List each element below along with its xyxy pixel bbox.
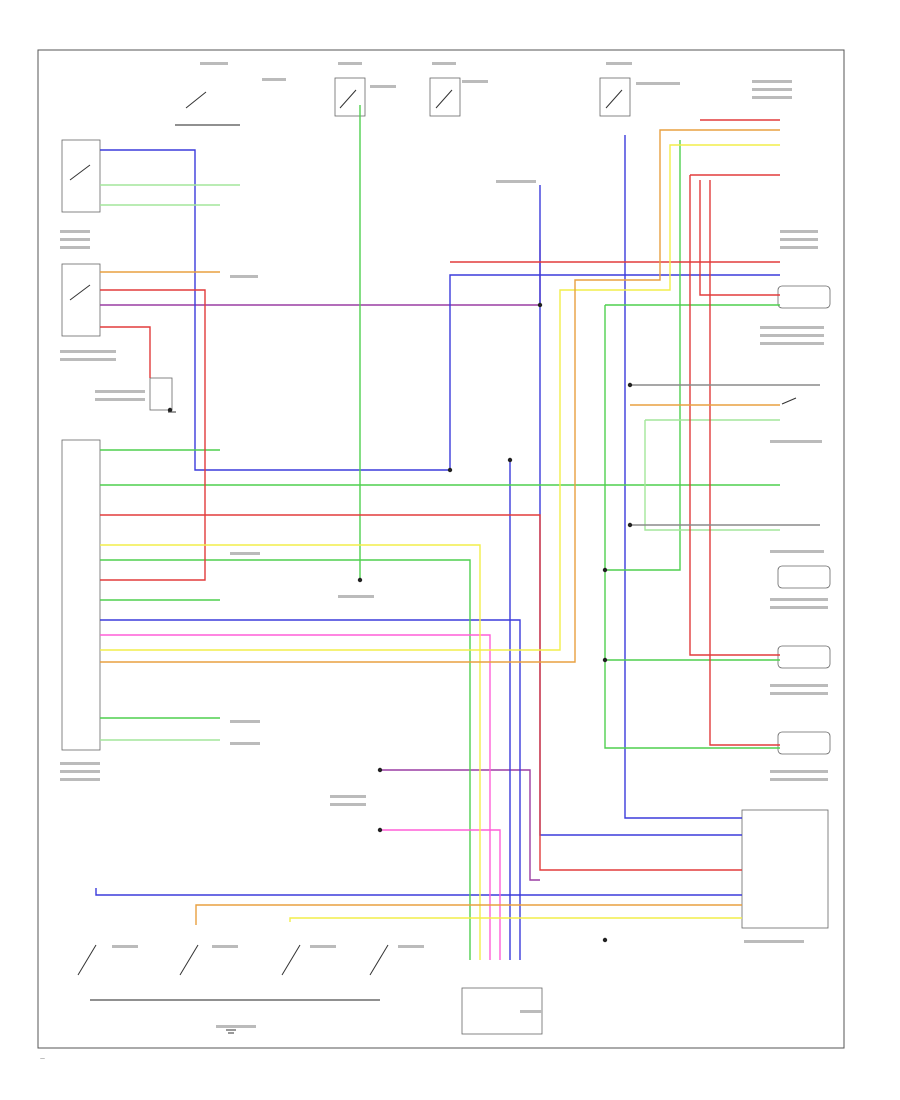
left-control-module-box xyxy=(61,439,101,751)
ground-symbols xyxy=(168,411,236,1034)
wires xyxy=(90,105,820,1001)
diagram-border xyxy=(37,49,845,1049)
wire-yellow-3 xyxy=(289,917,742,922)
wire-blue-5 xyxy=(95,888,742,896)
small-relay-box xyxy=(149,377,173,411)
upper-left-relay-box xyxy=(61,139,101,213)
wire-blue-4 xyxy=(624,135,742,819)
wire-blue-3 xyxy=(539,185,742,836)
wire-purple-2 xyxy=(380,769,540,881)
wire-yellow-1 xyxy=(100,544,481,960)
wire-orange-1 xyxy=(100,129,780,663)
wire-red-3 xyxy=(100,514,742,871)
wire-red-9 xyxy=(689,175,780,656)
top-switch-1-box xyxy=(334,77,366,117)
right-connector-2-box xyxy=(777,565,831,589)
wire-blue-1 xyxy=(100,149,780,471)
switch-symbols xyxy=(69,89,797,976)
component-boxes xyxy=(61,77,831,1035)
wire-red-6 xyxy=(709,180,780,746)
wire-red-1 xyxy=(100,289,206,581)
right-connector-4-box xyxy=(777,731,831,755)
wire-red-2 xyxy=(100,326,151,378)
wire-yellow-2 xyxy=(100,144,780,651)
right-connector-1-box xyxy=(777,285,831,309)
mid-left-relay-box xyxy=(61,263,101,337)
footer-label: — xyxy=(40,1056,45,1062)
security-module-box xyxy=(741,809,829,929)
wire-red-5 xyxy=(699,180,780,296)
top-switch-3-box xyxy=(599,77,631,117)
junction-dots xyxy=(167,302,633,943)
wire-green-3 xyxy=(100,559,471,960)
top-switch-2-box xyxy=(429,77,461,117)
wire-lightgreen-3 xyxy=(644,420,780,531)
right-connector-3-box xyxy=(777,645,831,669)
wire-blue-2 xyxy=(100,619,521,960)
wire-pink-2 xyxy=(380,829,501,960)
decorative-labels xyxy=(60,62,828,1028)
wire-orange-3 xyxy=(195,904,742,925)
wire-green-6 xyxy=(604,305,780,749)
wire-green-8 xyxy=(605,140,681,571)
wire-pink-1 xyxy=(100,634,491,960)
